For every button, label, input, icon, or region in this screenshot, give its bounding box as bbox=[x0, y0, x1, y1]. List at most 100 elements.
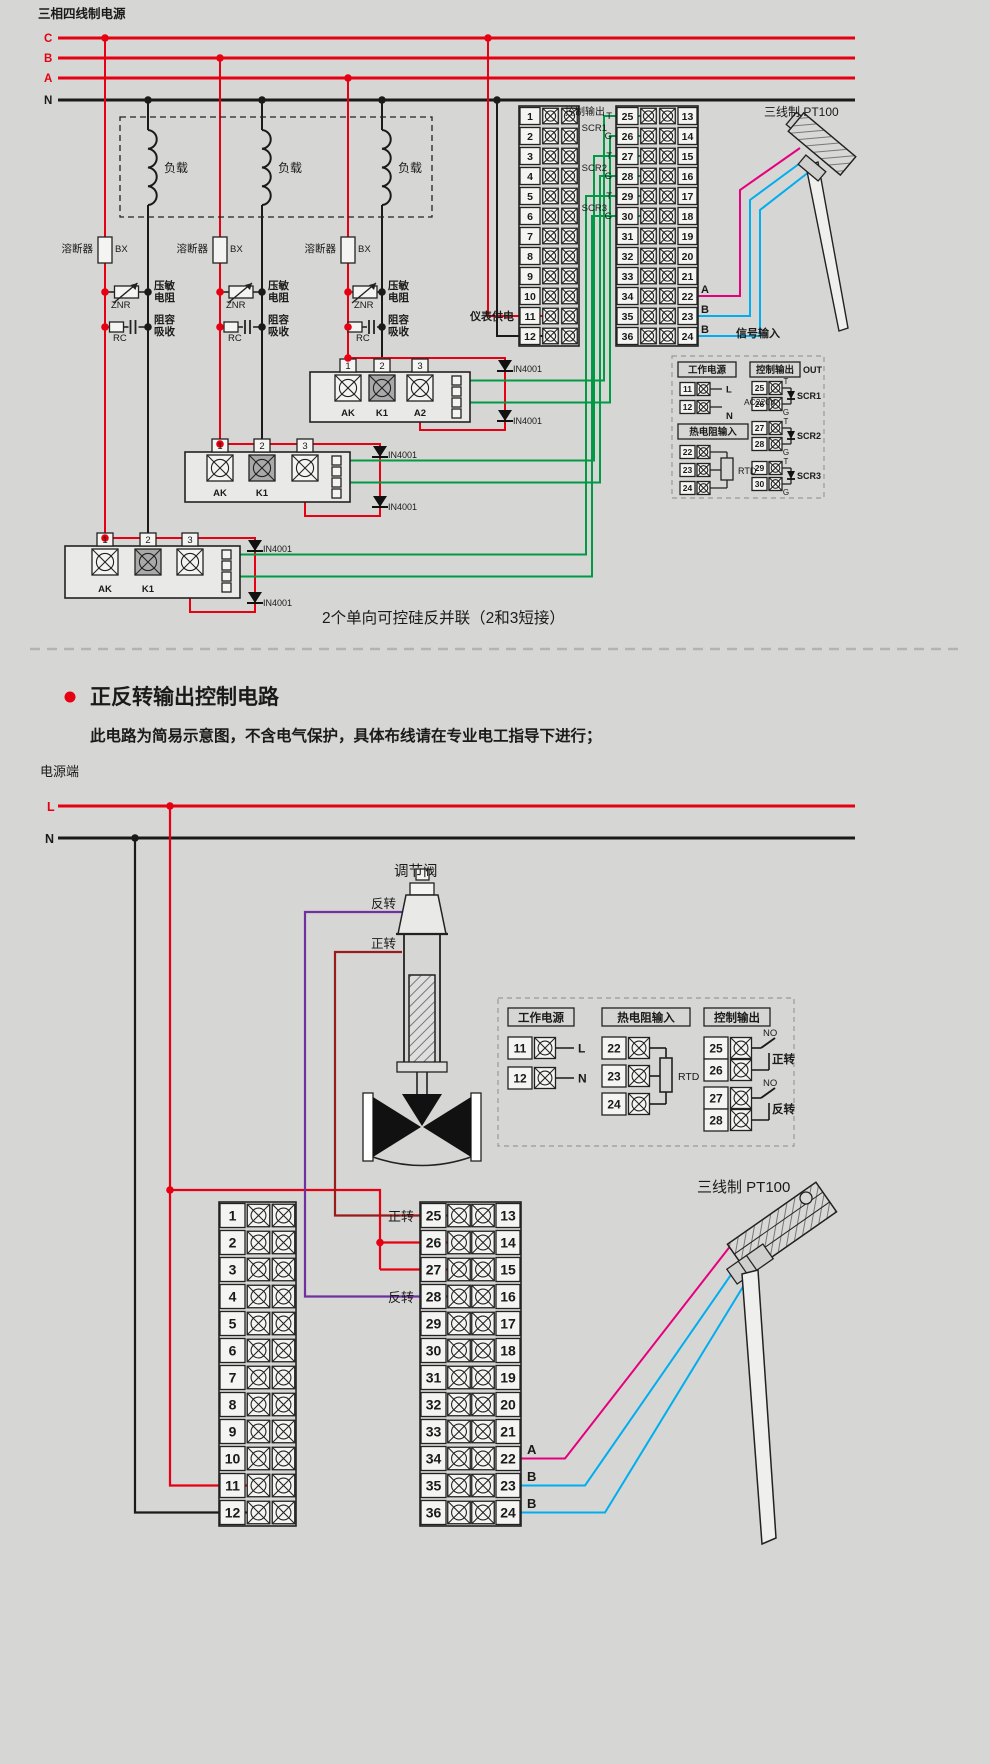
terminal-number-cell bbox=[677, 186, 698, 206]
terminal-number: 7 bbox=[229, 1370, 237, 1386]
ref-number: 28 bbox=[709, 1113, 723, 1127]
line bbox=[768, 421, 783, 435]
screw-circle-icon bbox=[475, 1504, 491, 1521]
line bbox=[248, 454, 276, 482]
ref-number-box bbox=[601, 1092, 627, 1116]
screw-circle-icon bbox=[544, 170, 557, 182]
screw-circle-icon bbox=[563, 210, 576, 222]
terminal-number-cell bbox=[677, 226, 698, 246]
terminal-number-cell bbox=[420, 1445, 447, 1472]
line bbox=[561, 247, 578, 265]
line bbox=[471, 1311, 495, 1336]
line bbox=[246, 1500, 271, 1525]
terminal-number-cell bbox=[616, 126, 639, 146]
terminal-number-cell bbox=[519, 246, 541, 266]
ref-number: 27 bbox=[709, 1091, 723, 1105]
screw-circle-icon bbox=[661, 190, 674, 202]
terminal-number-cell bbox=[219, 1310, 246, 1337]
fuse-label: 溶断器 bbox=[177, 242, 209, 255]
sensor-wire-b1-top: B bbox=[701, 304, 709, 316]
screw-circle-icon bbox=[642, 270, 655, 282]
sensor-wire-a-bottom: A bbox=[527, 1442, 537, 1457]
screw-circle-icon bbox=[770, 479, 781, 489]
diode-stub-wire bbox=[220, 443, 381, 517]
junction-dot bbox=[376, 1238, 384, 1247]
screw-circle-icon bbox=[770, 399, 781, 409]
screw-circle-icon bbox=[544, 150, 557, 162]
diagram-label: SCR3 bbox=[797, 471, 821, 481]
reference-title: 控制输出 bbox=[756, 364, 794, 376]
diagram-label: G bbox=[783, 488, 789, 497]
screw-circle-icon bbox=[631, 1096, 647, 1112]
screw-circle-icon bbox=[563, 190, 576, 202]
pt100-label-top: 三线制 PT100 bbox=[764, 105, 839, 119]
pt100-cap-knob bbox=[799, 1191, 813, 1205]
terminal-number-cell bbox=[420, 1256, 447, 1283]
line bbox=[696, 463, 711, 477]
reference-box-middle bbox=[497, 997, 795, 1147]
terminal-number-cell bbox=[519, 306, 541, 326]
screw-circle-icon bbox=[733, 1062, 749, 1078]
terminal-number-cell bbox=[677, 106, 698, 126]
junction-dot bbox=[378, 323, 386, 331]
screw-circle-icon bbox=[661, 330, 674, 342]
screw-circle-icon bbox=[544, 250, 557, 262]
line bbox=[271, 1419, 296, 1444]
line bbox=[640, 327, 657, 345]
terminal-number: 31 bbox=[622, 231, 634, 243]
terminal-number: 36 bbox=[622, 331, 634, 343]
line bbox=[640, 207, 657, 225]
line-label-n: N bbox=[45, 832, 54, 846]
terminal-number: 4 bbox=[527, 171, 533, 183]
line bbox=[659, 307, 676, 325]
diode-label: IN4001 bbox=[263, 598, 292, 608]
rc-label: 吸收 bbox=[154, 325, 175, 338]
module-terminal-number-box bbox=[373, 358, 391, 373]
reverse-label-block: 反转 bbox=[388, 1290, 414, 1305]
line bbox=[246, 1311, 271, 1336]
screw-circle-icon bbox=[698, 402, 709, 412]
line bbox=[659, 247, 676, 265]
diagram-label: NO bbox=[763, 1028, 777, 1039]
mini-number-box bbox=[751, 380, 768, 396]
screw-circle-icon bbox=[451, 1207, 467, 1224]
valve-label: 调节阀 bbox=[394, 863, 438, 880]
t-label-29: T bbox=[606, 191, 612, 202]
mini-number-box bbox=[751, 460, 768, 476]
terminal-number: 22 bbox=[500, 1451, 516, 1467]
g-label-26: G bbox=[605, 131, 612, 142]
terminal-number: 36 bbox=[426, 1505, 442, 1521]
diagram-label: N bbox=[578, 1072, 587, 1086]
reference-title: 工作电源 bbox=[518, 1011, 564, 1025]
line bbox=[659, 207, 676, 225]
junction-dot bbox=[216, 440, 224, 448]
terminal-number-cell bbox=[616, 326, 639, 346]
line bbox=[640, 267, 657, 285]
terminal-number: 18 bbox=[500, 1343, 516, 1359]
rtd-resistor-icon bbox=[659, 1057, 673, 1093]
screw-circle-icon bbox=[410, 378, 430, 398]
terminal-number: 33 bbox=[426, 1424, 442, 1440]
terminal-number-cell bbox=[219, 1445, 246, 1472]
terminal-number-cell bbox=[219, 1391, 246, 1418]
load-dashed-box bbox=[119, 116, 433, 218]
terminal-number: 19 bbox=[500, 1370, 516, 1386]
terminal-number: 20 bbox=[682, 251, 694, 263]
terminal-number: 23 bbox=[682, 311, 694, 323]
line bbox=[471, 1284, 495, 1309]
terminal-number: 2 bbox=[527, 131, 533, 143]
terminal-number-cell bbox=[519, 326, 541, 346]
title-box bbox=[677, 361, 737, 378]
screw-circle-icon bbox=[475, 1288, 491, 1305]
diagram-label: OUT bbox=[803, 365, 823, 375]
line bbox=[561, 167, 578, 185]
screw-circle-icon bbox=[733, 1090, 749, 1106]
reference-title: 工作电源 bbox=[688, 364, 727, 376]
terminal-number-cell bbox=[519, 226, 541, 246]
top-right-terminal-block bbox=[615, 105, 699, 347]
line bbox=[659, 187, 676, 205]
module-terminal-number-box bbox=[253, 438, 271, 453]
signal-input-label: 信号输入 bbox=[736, 326, 780, 340]
junction-dot bbox=[344, 288, 352, 296]
terminal-number: 23 bbox=[500, 1478, 516, 1494]
